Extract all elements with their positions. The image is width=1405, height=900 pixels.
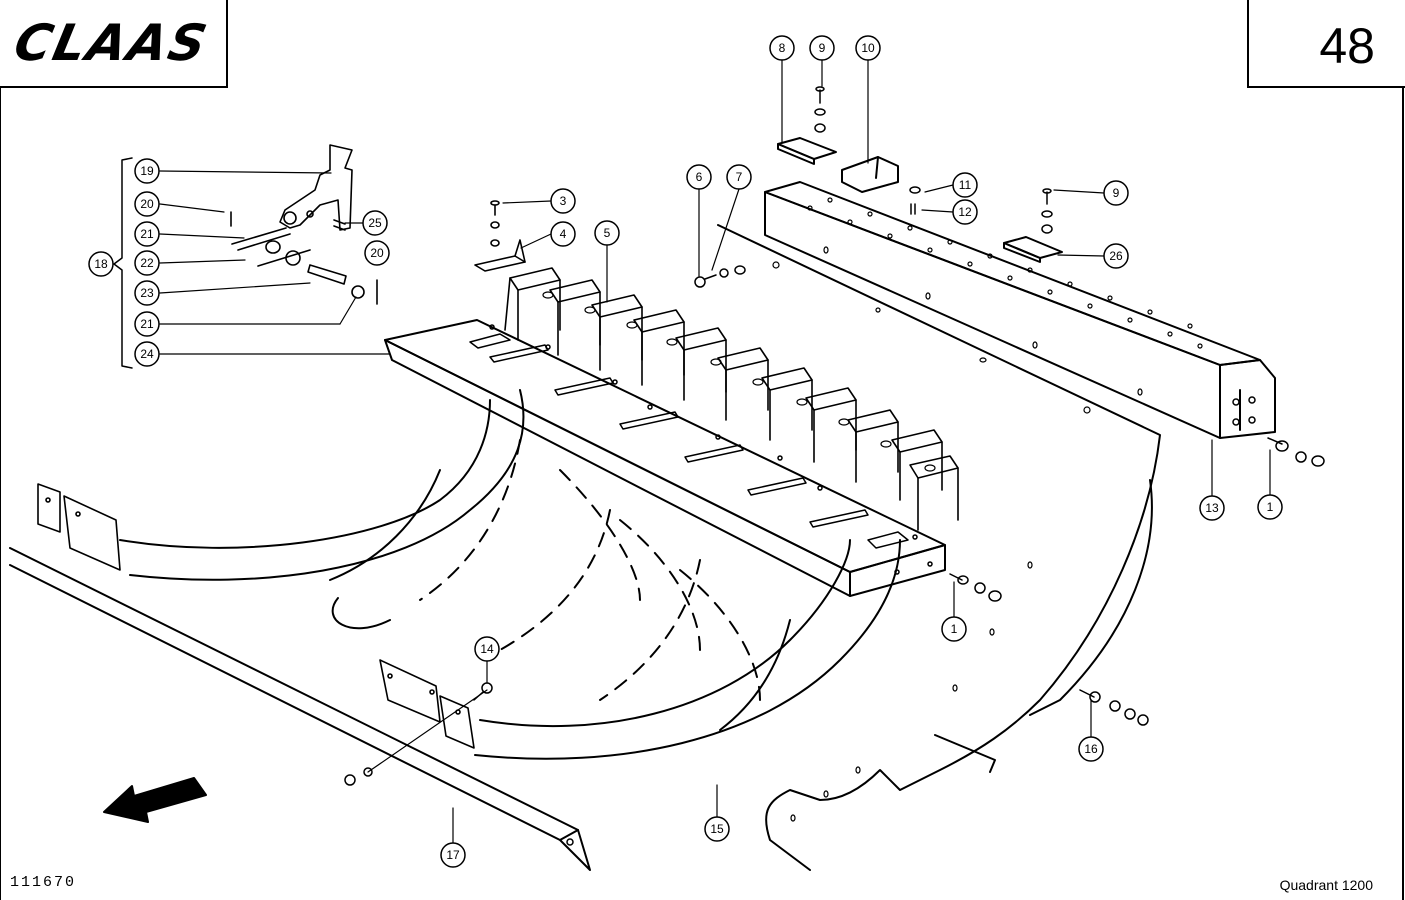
callout-20b-circle: [364, 240, 390, 266]
clamp-plate-part-8: [777, 137, 837, 165]
beam-holes: [807, 197, 1203, 349]
callout-13-label: 13: [1205, 501, 1219, 515]
callout-9-label: 9: [819, 41, 826, 55]
callout-9b-label: 9: [1113, 186, 1120, 200]
callout-5-label: 5: [604, 226, 611, 240]
callout-10-label: 10: [861, 41, 875, 55]
callout-11-circle: [952, 172, 978, 198]
group-bracket-18: [113, 157, 133, 369]
callout-25-label: 25: [368, 216, 382, 230]
callout-7-circle: [726, 164, 752, 190]
callout-3-label: 3: [560, 194, 567, 208]
callout-13-circle: [1199, 495, 1225, 521]
callout-6-circle: [686, 164, 712, 190]
callout-17-circle: [440, 842, 466, 868]
callout-8-label: 8: [779, 41, 786, 55]
callout-26-circle: [1103, 243, 1129, 269]
fasteners-top: [814, 86, 1053, 234]
callout-20a-circle: [134, 191, 160, 217]
callout-4-circle: [550, 221, 576, 247]
clamp-plate-part-26: [1003, 236, 1063, 263]
callout-16-circle: [1078, 736, 1104, 762]
callout-10-circle: [855, 35, 881, 61]
callout-3-circle: [550, 188, 576, 214]
callout-1a-label: 1: [1267, 500, 1274, 514]
callout-1b-label: 1: [951, 622, 958, 636]
callout-18-circle: [88, 251, 114, 277]
callout-15-label: 15: [710, 822, 724, 836]
callout-5-circle: [594, 220, 620, 246]
callout-23-label: 23: [140, 286, 154, 300]
side-shield-part-7: [717, 224, 1161, 871]
callout-21a-circle: [134, 221, 160, 247]
callout-16-label: 16: [1084, 742, 1098, 756]
callout-14-label: 14: [480, 642, 494, 656]
angle-bar-part-17: [9, 547, 591, 871]
callout-14-circle: [474, 636, 500, 662]
callout-25-circle: [362, 210, 388, 236]
model-name: Quadrant 1200: [1279, 877, 1373, 893]
callout-24-label: 24: [140, 347, 154, 361]
callout-12-circle: [952, 199, 978, 225]
callout-1b-circle: [941, 616, 967, 642]
callout-20a-label: 20: [140, 197, 154, 211]
callout-15-circle: [704, 816, 730, 842]
left-side-plates: [37, 483, 475, 749]
cross-channel-part-24: [384, 319, 946, 597]
bracket-part-10: [841, 156, 899, 193]
callout-6-label: 6: [696, 170, 703, 184]
travel-direction-arrow-icon: [103, 777, 207, 823]
callout-17-label: 17: [446, 848, 460, 862]
leader-lines: [159, 59, 1271, 844]
callout-22-label: 22: [140, 256, 154, 270]
callout-4-label: 4: [560, 227, 567, 241]
callout-19-label: 19: [140, 164, 154, 178]
callout-18-label: 18: [94, 257, 108, 271]
page-number: 48: [1319, 18, 1375, 74]
bracket-part-4: [474, 200, 526, 272]
logo-frame: [0, 0, 228, 88]
callout-12-label: 12: [958, 205, 972, 219]
callout-26-label: 26: [1109, 249, 1123, 263]
callout-9-circle: [809, 35, 835, 61]
drawing-number: 111670: [10, 874, 77, 891]
callout-11-label: 11: [959, 178, 972, 192]
callout-24-circle: [134, 341, 160, 367]
callout-23-circle: [134, 280, 160, 306]
callout-7-label: 7: [736, 170, 743, 184]
callout-22-circle: [134, 250, 160, 276]
page-number-frame: [1247, 0, 1405, 88]
callout-20b-label: 20: [370, 246, 384, 260]
callout-21b-circle: [134, 311, 160, 337]
callout-1a-circle: [1257, 494, 1283, 520]
callout-21b-label: 21: [140, 317, 154, 331]
spring-assembly-part-18: [230, 144, 378, 305]
callout-9b-circle: [1103, 180, 1129, 206]
finger-row-part-5: [504, 267, 959, 531]
bolt-assemblies: [344, 265, 1325, 786]
curved-guides-part-15: [119, 389, 901, 760]
top-beam-part-13: [764, 181, 1276, 439]
callout-19-circle: [134, 158, 160, 184]
callout-21a-label: 21: [140, 227, 154, 241]
callout-8-circle: [769, 35, 795, 61]
